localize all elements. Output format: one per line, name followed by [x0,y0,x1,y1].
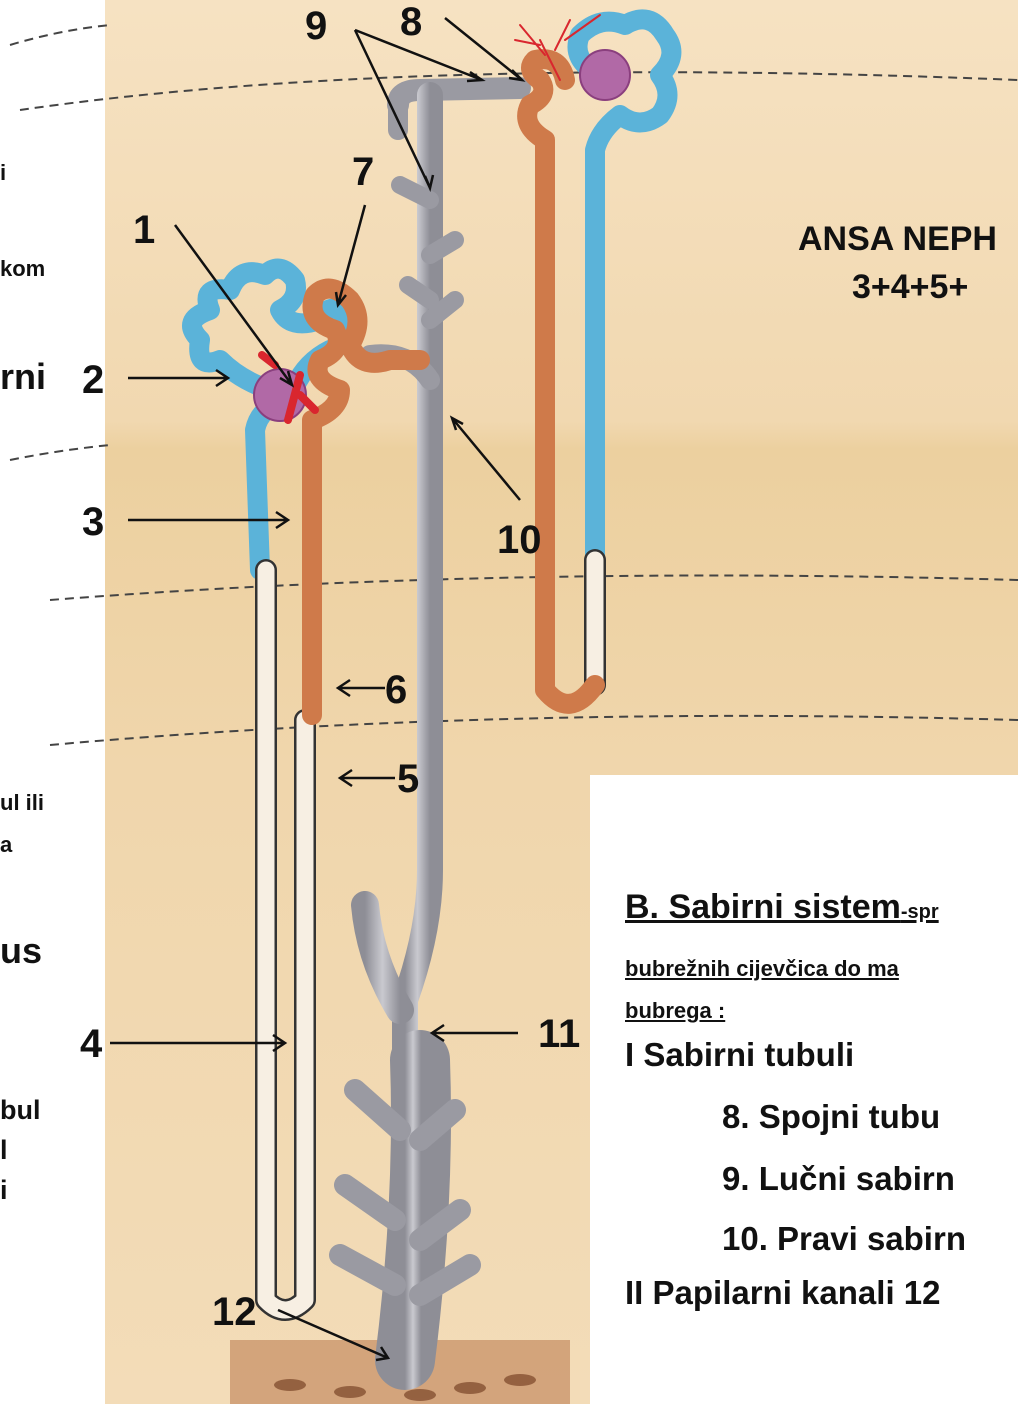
label-12: 12 [212,1290,257,1335]
label-7: 7 [352,150,374,195]
legend-group-papillary-ducts: II Papilarni kanali 12 [625,1274,940,1312]
legend-title-text: B. Sabirni sistem [625,888,901,926]
legend-item-10: 10. Pravi sabirn [722,1220,966,1258]
left-fragment-2: kom [0,256,45,282]
legend-group-collecting-tubules: I Sabirni tubuli [625,1036,854,1074]
label-10: 10 [497,518,542,563]
label-6: 6 [385,668,407,713]
label-1: 1 [133,208,155,253]
glomerulus-2 [580,50,630,100]
left-fragment-1: i [0,160,6,186]
legend-title-suffix: -spr [901,901,939,923]
label-8: 8 [400,0,422,45]
ansa-formula: 3+4+5+ [852,268,968,307]
left-fragment-8: l [0,1135,8,1166]
left-fragment-7: bul [0,1095,41,1126]
ansa-heading: ANSA NEPH [798,220,997,259]
left-fragment-9: i [0,1175,8,1206]
label-11: 11 [538,1012,580,1057]
label-9: 9 [305,4,327,49]
legend-subtitle-1: bubrežnih cijevčica do ma [625,956,899,982]
label-2: 2 [82,358,104,403]
legend-title: B. Sabirni sistem-spr [625,888,939,927]
left-fragment-6: us [0,930,42,972]
label-4: 4 [80,1022,102,1067]
legend-item-8: 8. Spojni tubu [722,1098,940,1136]
legend-subtitle-2: bubrega : [625,998,725,1024]
label-5: 5 [397,757,419,802]
left-fragment-3: rni [0,356,46,398]
left-fragment-5: a [0,832,12,858]
label-3: 3 [82,500,104,545]
legend-item-9: 9. Lučni sabirn [722,1160,955,1198]
left-fragment-4: ul ili [0,790,44,816]
